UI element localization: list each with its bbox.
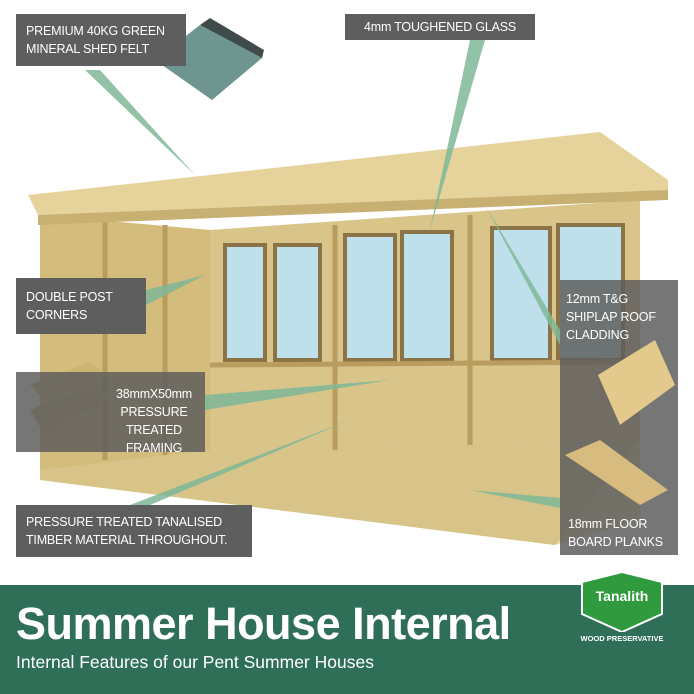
roof bbox=[28, 132, 668, 215]
tanalith-logo bbox=[581, 572, 663, 632]
label-line: 4mm TOUGHENED GLASS bbox=[363, 20, 517, 34]
label-line: SHIPLAP ROOF bbox=[566, 310, 656, 324]
label-line: 12mm T&G bbox=[566, 292, 629, 306]
label-line: PRESSURE bbox=[120, 405, 188, 419]
timber-label: PRESSURE TREATED TANALISED TIMBER MATERI… bbox=[16, 505, 252, 557]
framing-label: 38mmX50mm PRESSURE TREATED FRAMING bbox=[16, 372, 205, 455]
label-line: CORNERS bbox=[26, 308, 88, 322]
page-subtitle: Internal Features of our Pent Summer Hou… bbox=[16, 652, 374, 672]
label-line: PREMIUM 40KG GREEN bbox=[26, 24, 165, 38]
label-line: 18mm FLOOR bbox=[568, 517, 648, 531]
title-banner bbox=[0, 585, 694, 694]
label-line: 38mmX50mm bbox=[116, 387, 192, 401]
label-line: MINERAL SHED FELT bbox=[26, 42, 150, 56]
tanalith-logo-subtext: WOOD PRESERVATIVE bbox=[580, 634, 664, 643]
tanalith-logo-text: Tanalith bbox=[595, 588, 649, 604]
label-line: BOARD PLANKS bbox=[568, 535, 663, 549]
label-line: PRESSURE TREATED TANALISED bbox=[26, 515, 223, 529]
label-line: TIMBER MATERIAL THROUGHOUT. bbox=[26, 533, 228, 547]
label-line: DOUBLE POST bbox=[26, 290, 113, 304]
cladding-label: 12mm T&G SHIPLAP ROOF CLADDING bbox=[560, 280, 678, 440]
glass-label: 4mm TOUGHENED GLASS bbox=[345, 14, 535, 40]
label-line: CLADDING bbox=[566, 328, 629, 342]
felt-label: PREMIUM 40KG GREEN MINERAL SHED FELT bbox=[16, 14, 186, 66]
page-title: Summer House Internal bbox=[16, 598, 511, 649]
label-line: TREATED FRAMING bbox=[125, 423, 183, 455]
floor-label: 18mm FLOOR BOARD PLANKS bbox=[560, 440, 678, 555]
posts-label: DOUBLE POST CORNERS bbox=[16, 278, 146, 334]
pointer-lines bbox=[85, 40, 560, 508]
